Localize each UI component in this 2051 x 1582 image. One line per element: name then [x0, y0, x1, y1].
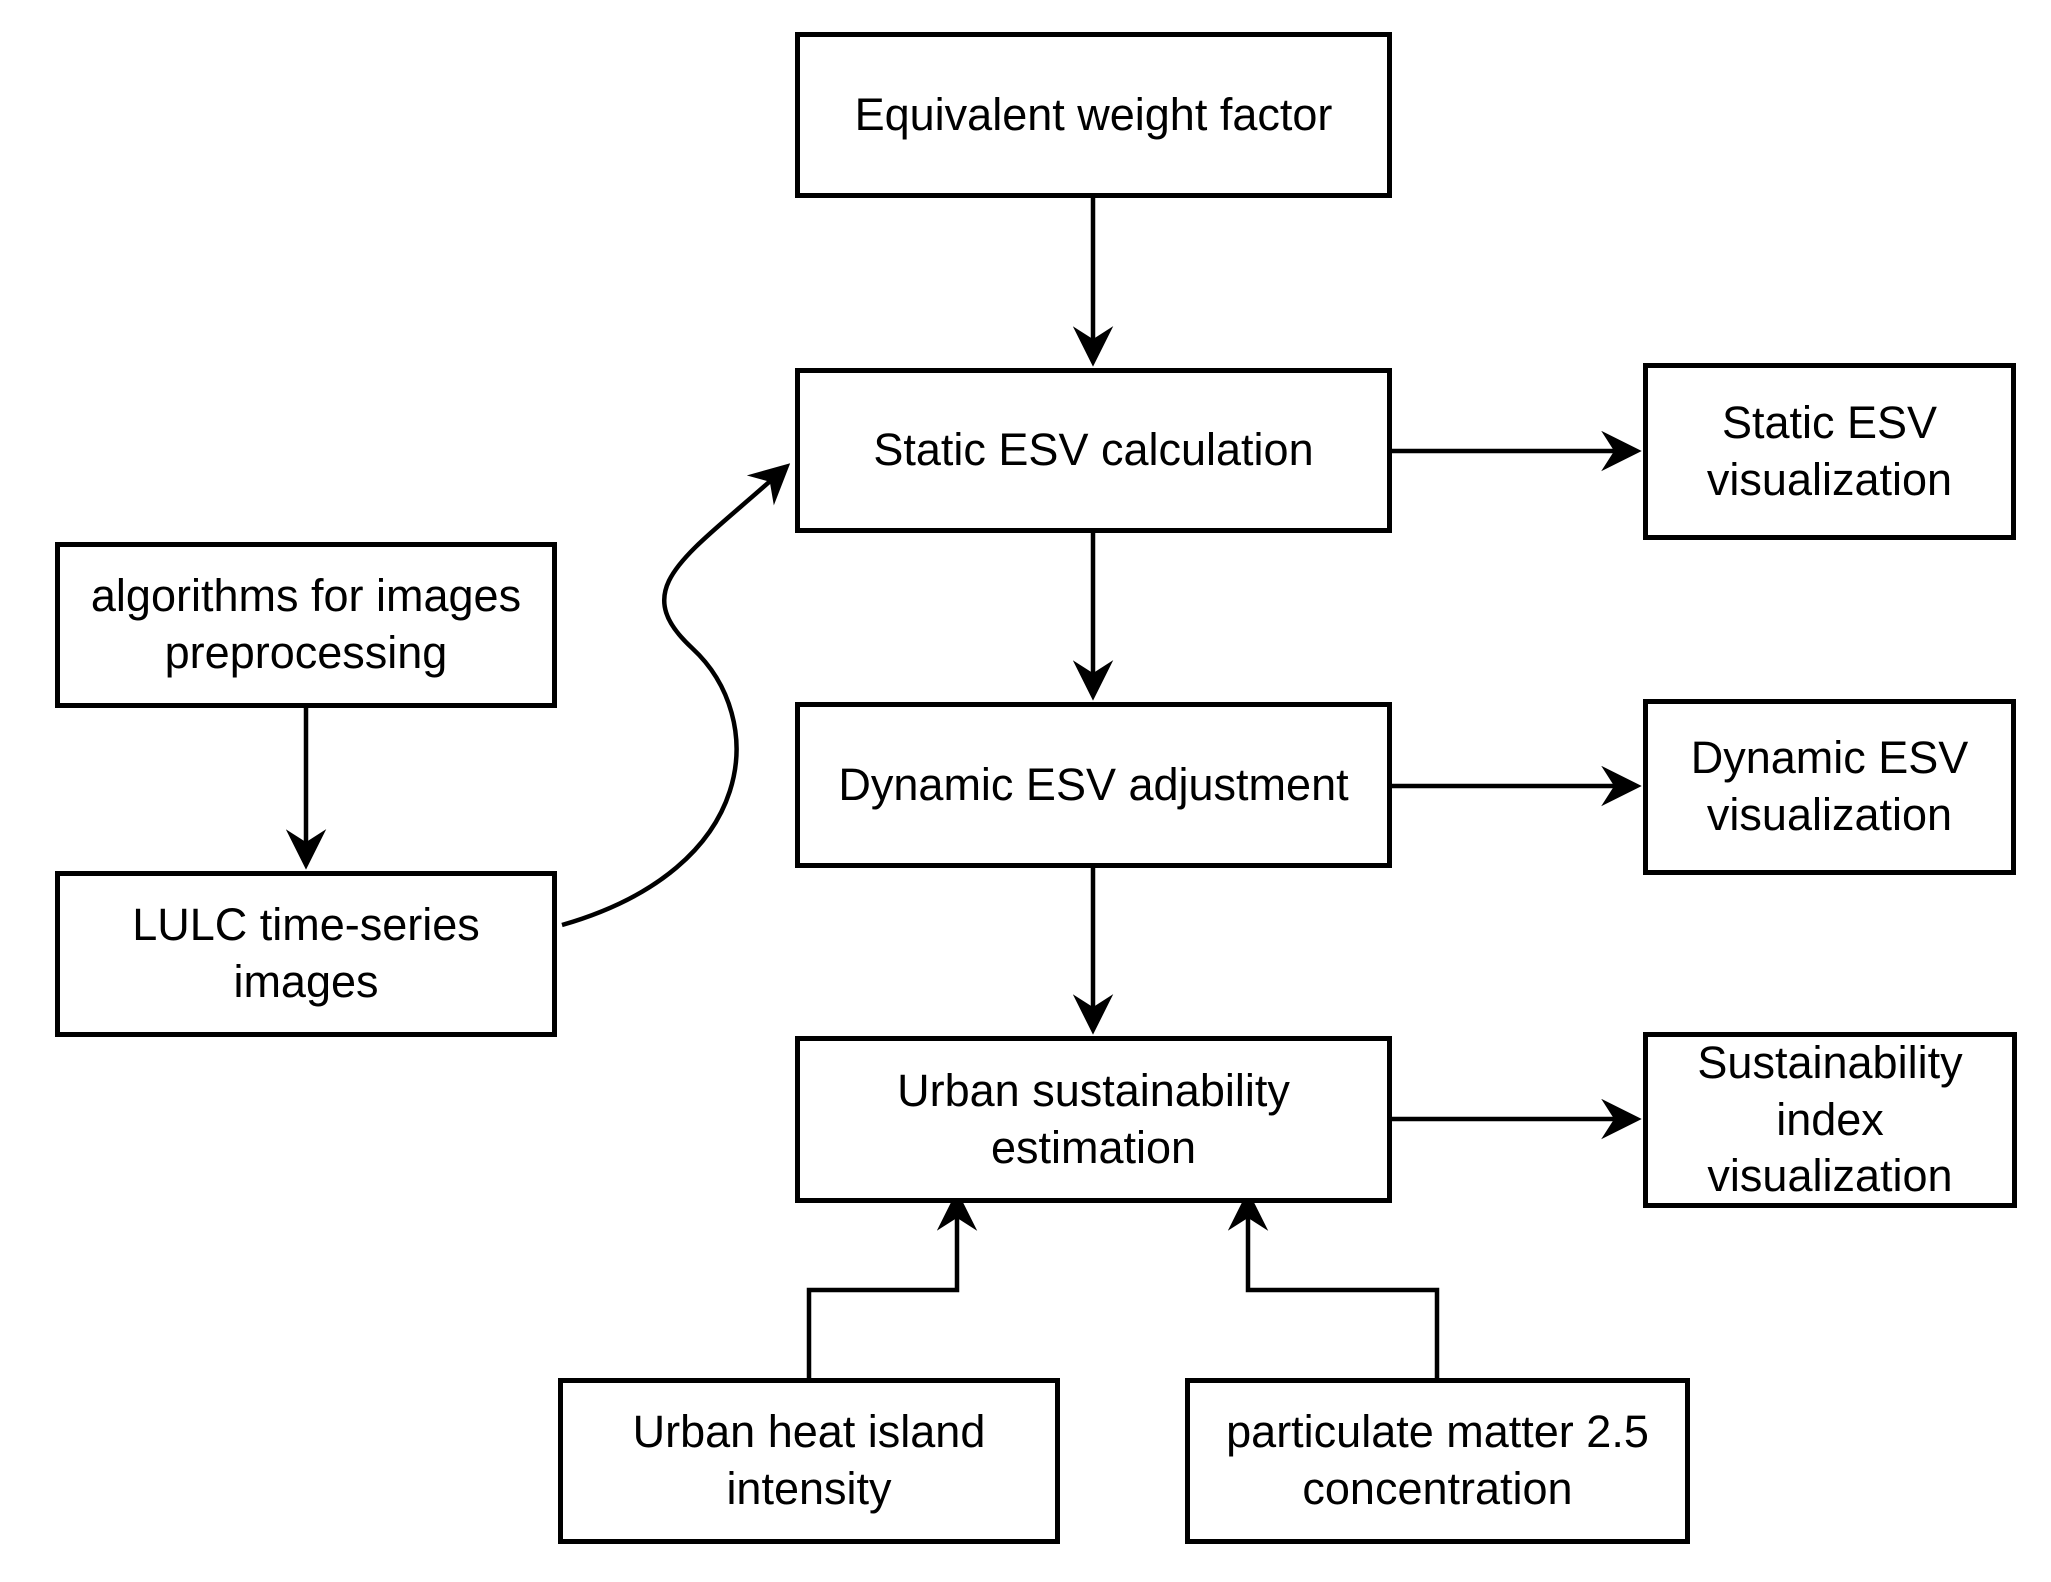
node-label: Dynamic ESV visualization	[1690, 732, 1969, 840]
node-algorithms-for-images-preprocessing: algorithms for images preprocessing	[55, 542, 557, 708]
edge-urban-heat-island-to-estimation	[806, 1190, 978, 1378]
node-label: algorithms for images preprocessing	[90, 570, 522, 678]
node-static-esv-calculation: Static ESV calculation	[795, 368, 1392, 533]
node-sustainability-index-visualization: Sustainability index visualization	[1643, 1032, 2017, 1208]
node-urban-sustainability-estimation: Urban sustainability estimation	[795, 1036, 1392, 1203]
edge-lulc-to-static-esv	[561, 463, 791, 928]
node-label: Static ESV visualization	[1706, 396, 1953, 505]
node-dynamic-esv-adjustment: Dynamic ESV adjustment	[795, 702, 1392, 868]
node-label: Urban sustainability estimation	[897, 1064, 1290, 1173]
node-dynamic-esv-visualization: Dynamic ESV visualization	[1643, 699, 2016, 875]
node-lulc-time-series-images: LULC time-series images	[55, 871, 557, 1037]
node-particulate-matter-2-5-concentration: particulate matter 2.5 concentration	[1185, 1378, 1690, 1544]
node-static-esv-visualization: Static ESV visualization	[1643, 363, 2016, 540]
node-label: Static ESV calculation	[873, 424, 1314, 476]
node-label: particulate matter 2.5 concentration	[1226, 1406, 1649, 1514]
node-equivalent-weight-factor: Equivalent weight factor	[795, 32, 1392, 198]
node-label: Sustainability index visualization	[1697, 1036, 1963, 1202]
node-urban-heat-island-intensity: Urban heat island intensity	[558, 1378, 1060, 1544]
node-label: Urban heat island intensity	[632, 1406, 986, 1514]
edge-particulate-matter-to-estimation	[1227, 1190, 1440, 1378]
node-label: LULC time-series images	[132, 899, 480, 1007]
node-label: Equivalent weight factor	[854, 88, 1333, 140]
node-label: Dynamic ESV adjustment	[838, 758, 1349, 810]
